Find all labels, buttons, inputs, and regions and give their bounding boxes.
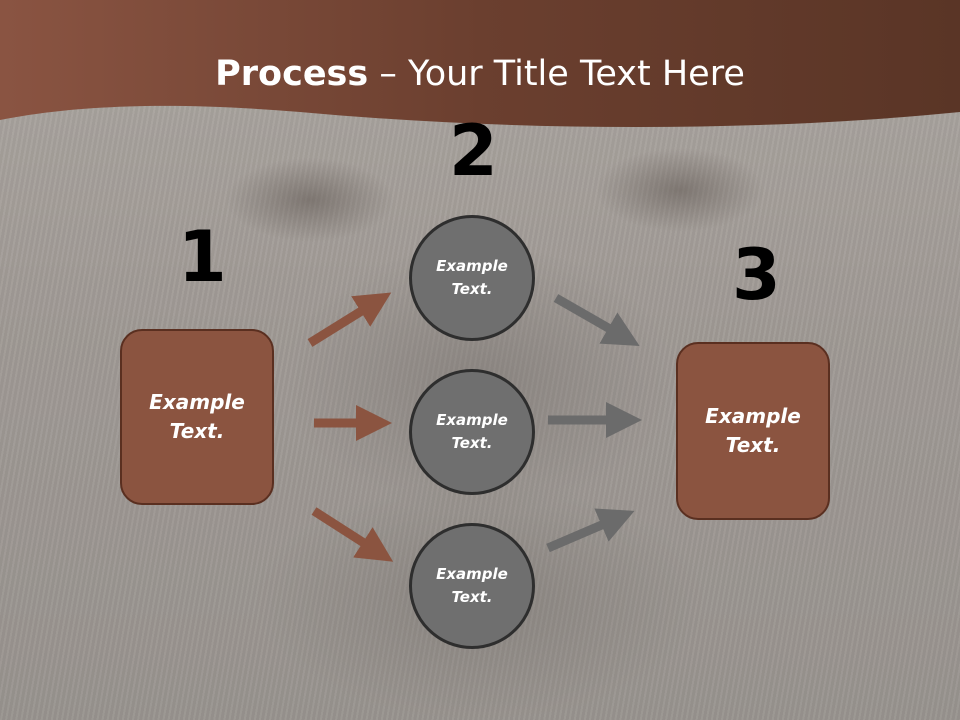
circle-top: Example Text. bbox=[409, 215, 535, 341]
circle-middle-text: Example Text. bbox=[436, 411, 508, 452]
step-3-text: Example Text. bbox=[705, 404, 801, 457]
arrow-bottom-to-3 bbox=[546, 508, 635, 553]
title-banner bbox=[0, 0, 960, 127]
step-1-box: Example Text. bbox=[120, 329, 274, 505]
step-number-1: 1 bbox=[178, 216, 227, 298]
arrow-1-to-bottom bbox=[311, 507, 394, 562]
title-bold: Process bbox=[215, 54, 369, 94]
arrow-top-to-3 bbox=[553, 294, 640, 346]
arrow-1-to-top bbox=[307, 292, 392, 347]
circle-bottom-text: Example Text. bbox=[436, 565, 508, 606]
circle-middle: Example Text. bbox=[409, 369, 535, 495]
step-number-3: 3 bbox=[732, 234, 781, 316]
title-rest: – Your Title Text Here bbox=[368, 54, 745, 94]
step-number-2: 2 bbox=[449, 110, 498, 192]
step-3-box: Example Text. bbox=[676, 342, 830, 520]
page-title: Process – Your Title Text Here bbox=[0, 52, 960, 96]
circle-top-text: Example Text. bbox=[436, 257, 508, 298]
circle-bottom: Example Text. bbox=[409, 523, 535, 649]
step-1-text: Example Text. bbox=[149, 390, 245, 443]
